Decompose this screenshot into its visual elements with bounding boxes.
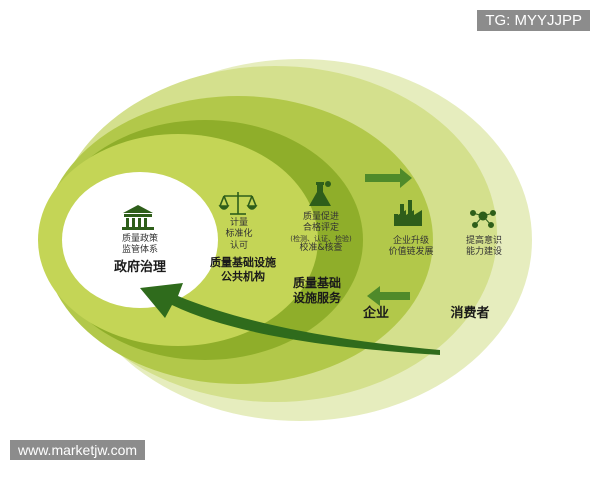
ring2-title: 质量基础 设施服务	[278, 276, 356, 306]
core-circle	[62, 172, 218, 308]
ring4-sub-line-1: 提高意识	[465, 236, 502, 246]
core-sub-label: 质量政策 监管体系	[100, 234, 180, 257]
ring4-sub-line-2: 能力建设	[465, 247, 502, 258]
ring1-sub-line-2: 标准化	[225, 229, 253, 240]
ring1-sub-label: 计量 标准化 认可	[212, 218, 266, 252]
ring2-title-line-2: 设施服务	[292, 291, 341, 305]
ring1-sub-line-3: 认可	[229, 240, 248, 251]
ring4-title: 消费者	[450, 306, 490, 321]
ring3-sub-line-1: 企业升级	[392, 236, 429, 246]
ring3-title: 企业	[362, 306, 389, 321]
ring2-sub-line-2: 合格评定	[302, 223, 339, 234]
core-sub-line-2: 监管体系	[121, 245, 158, 256]
ring2-sub-line-1: 质量促进	[302, 212, 339, 222]
ring2-sub-bottom: 校准&核查	[299, 243, 343, 254]
arrow-right-icon	[365, 168, 412, 188]
watermark-top-right: TG: MYYJJPP	[477, 10, 590, 31]
ring1-title: 质量基础设施 公共机构	[204, 256, 282, 284]
ring2-tiny-line: (检测、认证、检验)	[290, 234, 352, 243]
factory-icon	[394, 200, 422, 226]
watermark-bottom-left: www.marketjw.com	[10, 440, 146, 460]
ring2-sub-label: 质量促进 合格评定 (检测、认证、检验) 校准&核查	[284, 212, 358, 255]
ring1-title-line-2: 公共机构	[221, 269, 265, 283]
ring3-sub-label: 企业升级 价值链发展	[376, 236, 446, 259]
ring1-title-line-1: 质量基础设施	[210, 256, 276, 269]
ring4-sub-label: 提高意识 能力建设	[454, 236, 514, 259]
ring2-title-line-1: 质量基础	[292, 276, 341, 290]
ring3-sub-line-2: 价值链发展	[388, 247, 434, 258]
core-title: 政府治理	[113, 260, 166, 275]
arrow-left-icon	[367, 286, 410, 306]
lab-flask-icon	[309, 181, 331, 206]
core-sub-line-1: 质量政策	[121, 234, 158, 244]
feedback-arrow	[140, 283, 440, 355]
balance-scale-icon	[218, 192, 258, 215]
government-building-icon	[122, 205, 154, 230]
ring1-sub-line-1: 计量	[229, 218, 248, 228]
people-network-icon	[470, 210, 496, 228]
